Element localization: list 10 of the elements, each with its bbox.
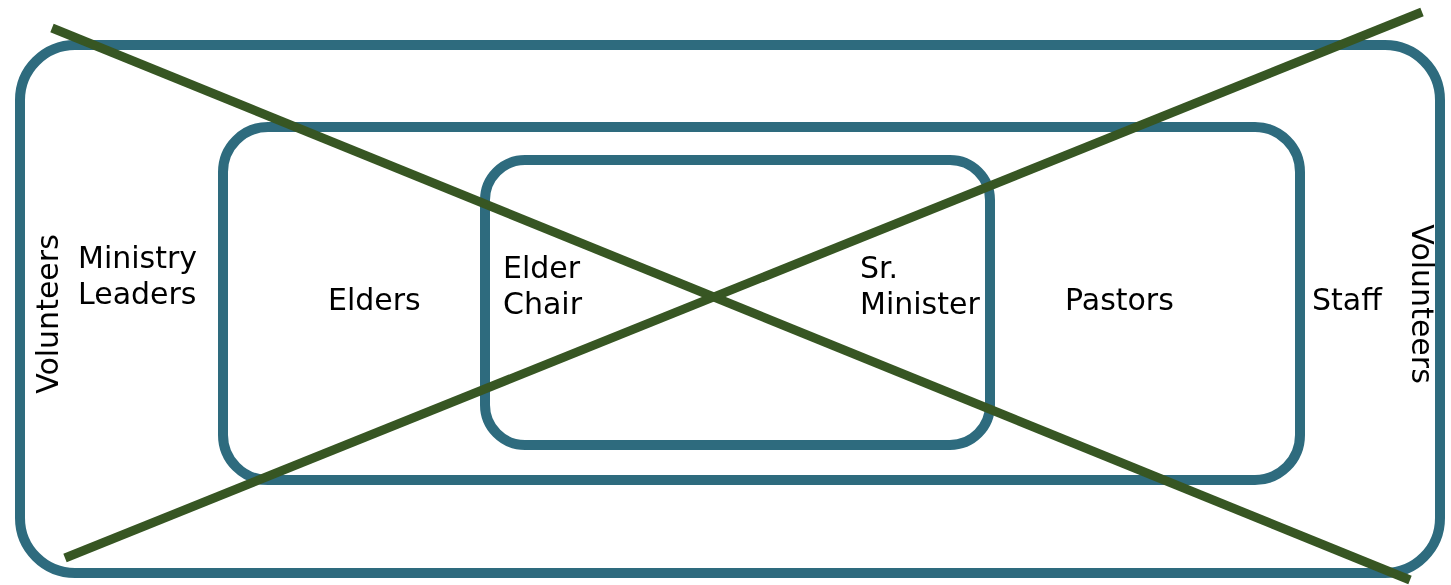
box-label: Sr. Minister	[860, 250, 981, 322]
rounded-box	[480, 155, 995, 450]
box-label: Volunteers	[1404, 223, 1440, 386]
box-label: Staff	[1312, 282, 1384, 318]
rounded-box	[218, 122, 1305, 485]
box-label: Elders	[328, 282, 422, 318]
box-label: Volunteers	[30, 233, 66, 396]
box-label: Elder Chair	[503, 250, 583, 322]
box-label: Ministry Leaders	[78, 240, 199, 312]
box-label: Pastors	[1065, 282, 1175, 318]
